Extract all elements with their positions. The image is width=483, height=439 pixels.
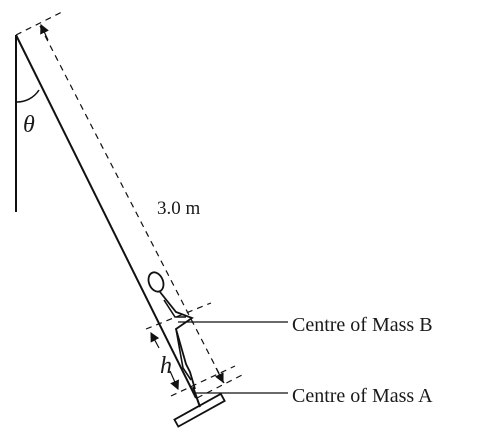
centre-b-label: Centre of Mass B xyxy=(292,314,433,336)
pendulum-rope xyxy=(15,34,197,399)
foot-platform xyxy=(173,392,226,428)
height-extension-bottom xyxy=(170,365,236,397)
platform-stem xyxy=(192,386,201,408)
length-arrow-bottom xyxy=(214,367,224,384)
person-head xyxy=(147,271,165,293)
length-extension-bottom xyxy=(196,372,247,399)
length-label: 3.0 m xyxy=(157,198,201,219)
person-arm xyxy=(163,299,186,318)
length-extension-top xyxy=(15,11,63,36)
height-arrow-top xyxy=(150,331,160,349)
height-label: h xyxy=(160,353,172,379)
length-dimension-line xyxy=(39,25,225,384)
height-extension-top xyxy=(145,302,212,330)
angle-arc xyxy=(15,89,40,103)
length-arrow-top xyxy=(40,23,49,41)
height-arrow-bottom xyxy=(169,370,179,391)
person-leg xyxy=(175,328,192,381)
angle-label: θ xyxy=(23,112,35,138)
centre-a-label: Centre of Mass A xyxy=(292,385,433,407)
